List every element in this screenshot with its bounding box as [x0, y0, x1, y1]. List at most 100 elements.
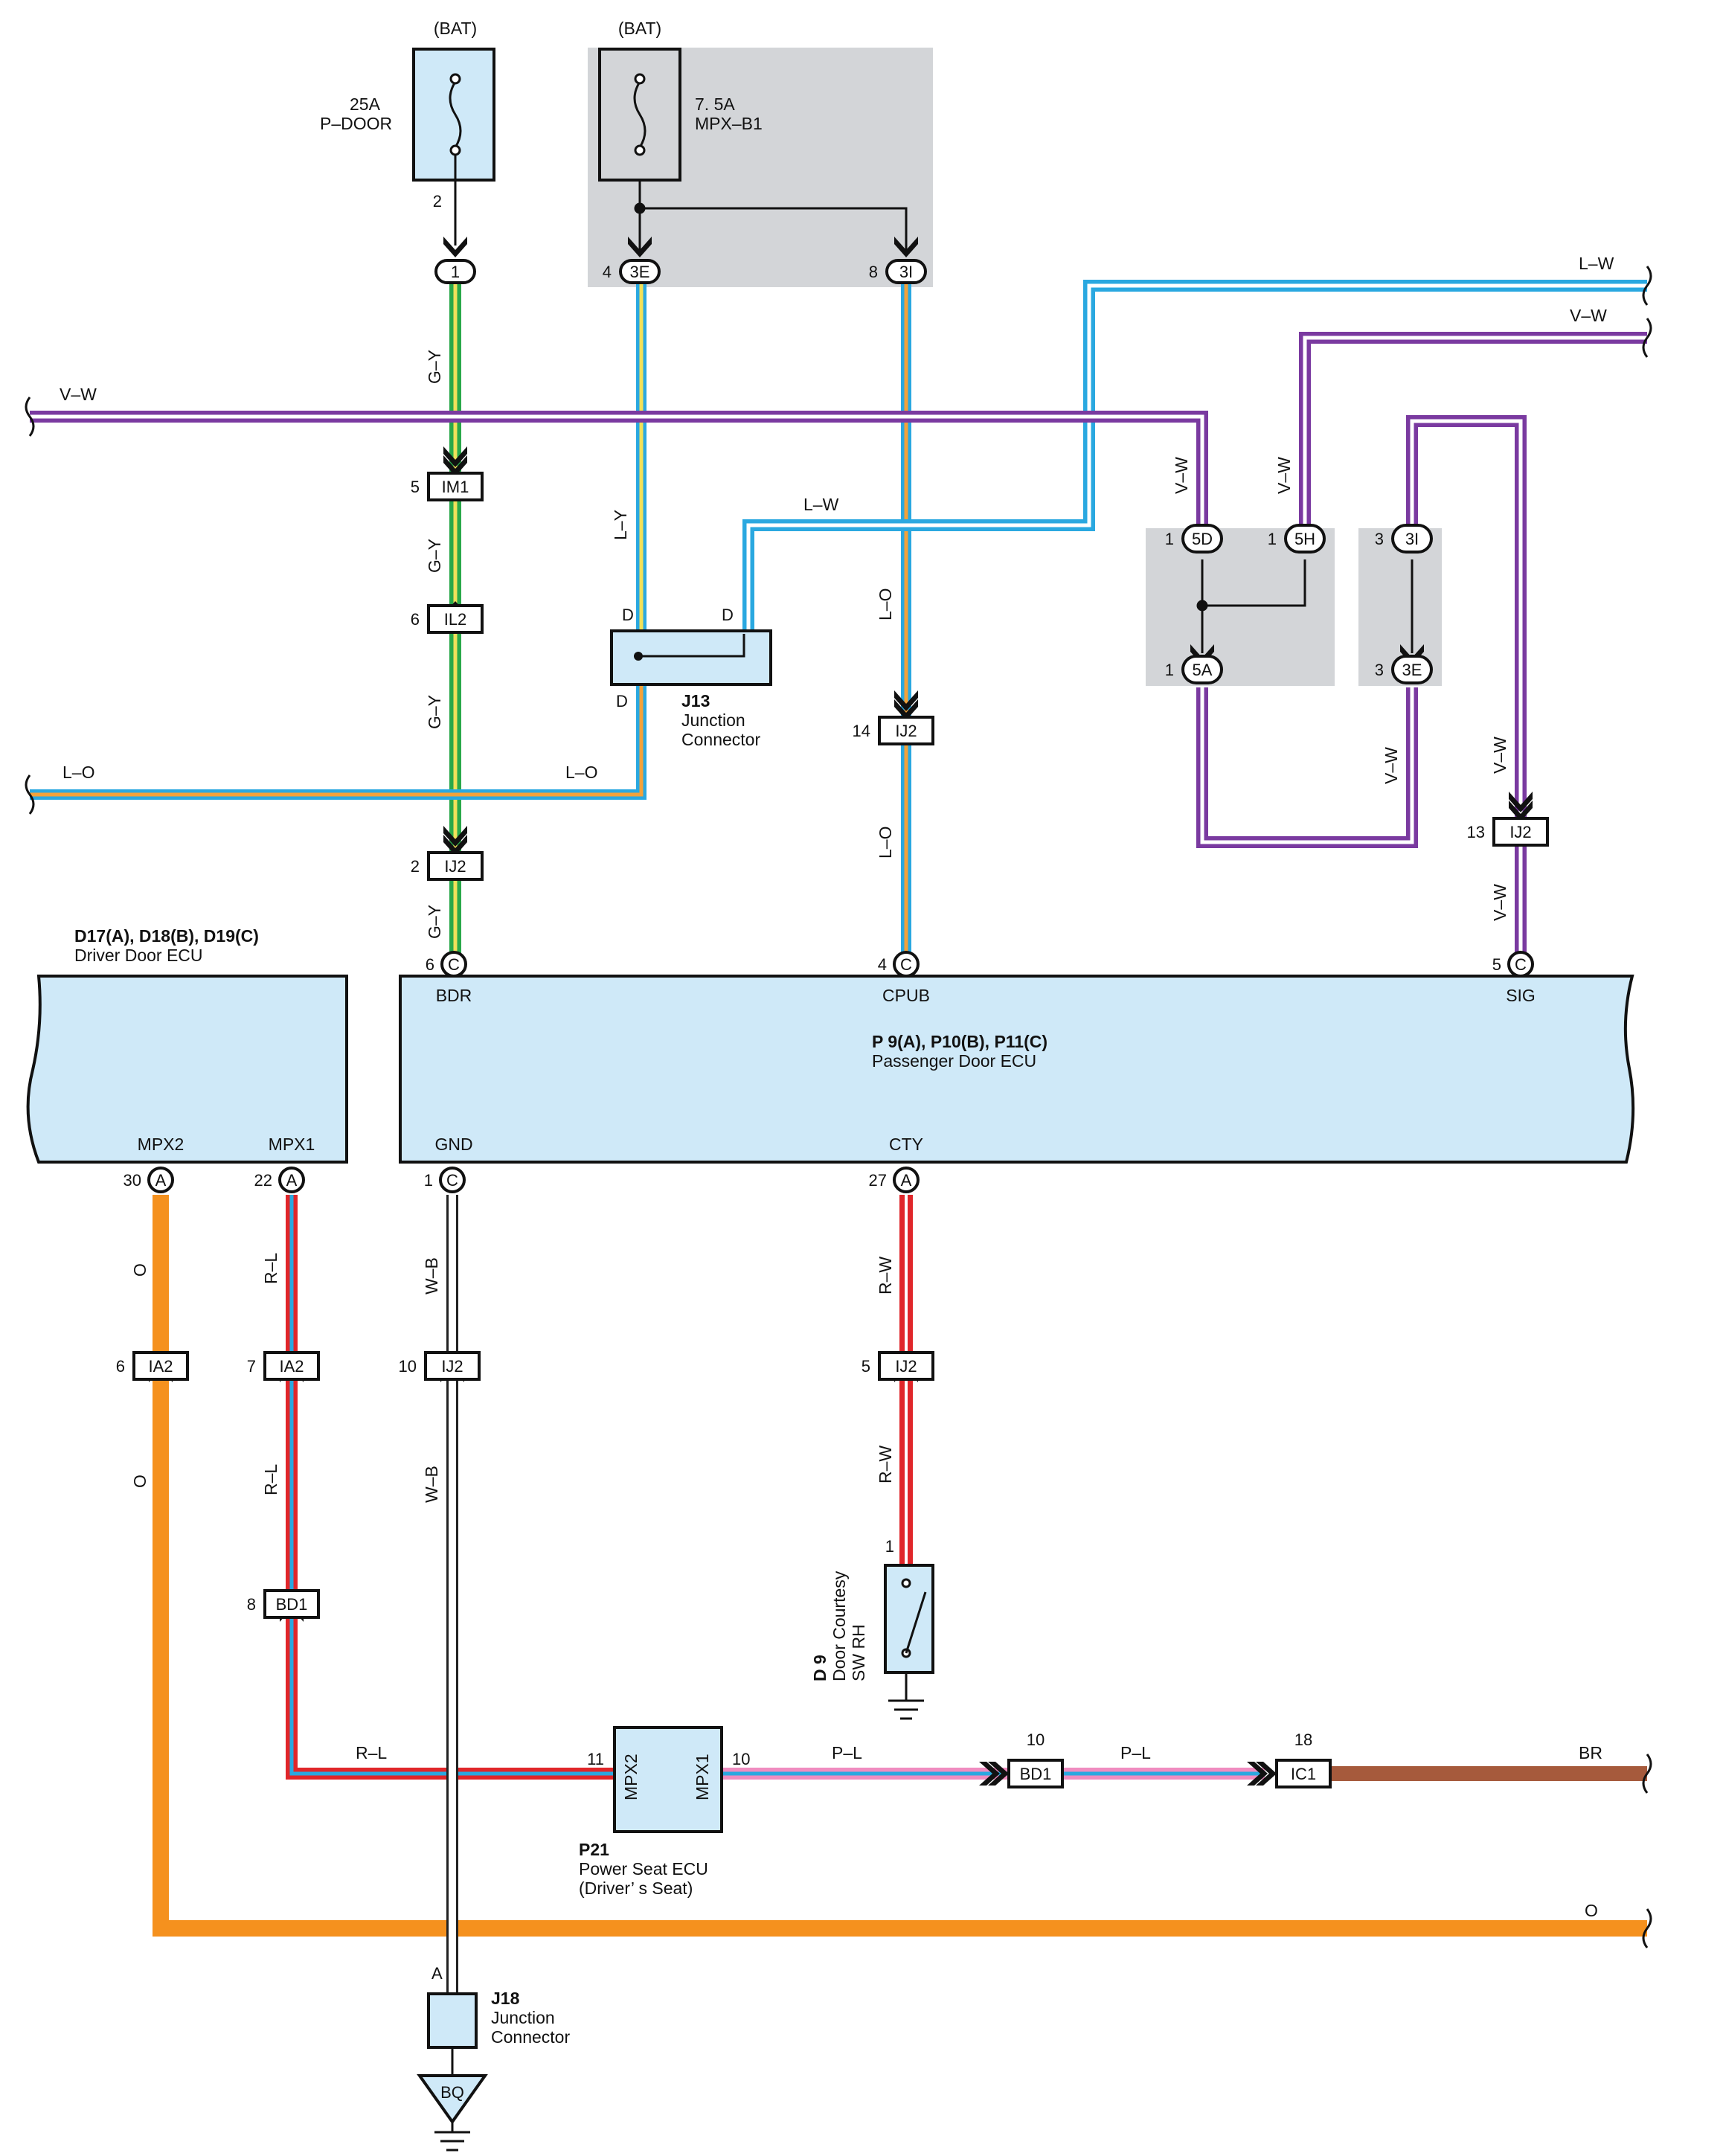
ecus-driver-term-mpx1: MPX1 — [269, 1135, 315, 1154]
wires-rl: R–L — [261, 1253, 280, 1284]
connector-bd1-left: BD1 8 — [247, 1589, 320, 1619]
connectors-ia2-rl-label: IA2 — [279, 1357, 304, 1376]
connectors-bd1-left-label: BD1 — [276, 1595, 308, 1614]
connector-ij2-cpub: IJ2 14 — [853, 716, 934, 745]
wires-vw: V–W — [1490, 884, 1509, 921]
ecus-door-sw-name1: Door Courtesy — [830, 1571, 849, 1681]
connectors-c3e-top-pin: 4 — [603, 263, 612, 281]
connectors-ic1-label: IC1 — [1291, 1765, 1316, 1783]
connectors-im1-label: IM1 — [442, 478, 469, 496]
connectors-ij2-cpub-label: IJ2 — [895, 722, 917, 740]
ecus-passenger-term-bdr: BDR — [436, 986, 472, 1005]
ecus-power-seat-id: P21 — [579, 1840, 609, 1859]
connectors-ij2-cty-pin: 5 — [862, 1357, 870, 1376]
ecus-passenger-term-cpub: CPUB — [882, 986, 930, 1005]
wires-gy: G–Y — [425, 350, 444, 384]
wires-vw: V–W — [1570, 306, 1607, 325]
wires-gy: G–Y — [425, 539, 444, 573]
ecus-power-seat-pin-mpx1: 10 — [732, 1750, 750, 1768]
wire-labels: G–Y G–Y G–Y G–Y L–Y L–O L–O L–O L–O L–W … — [60, 254, 1614, 1920]
connectors-bd1-right-pin: 10 — [1027, 1730, 1045, 1749]
connectors-c3e-mid-pin: 3 — [1375, 661, 1384, 679]
ecus-passenger-term-gnd: GND — [434, 1135, 472, 1154]
connectors-c5h-pin: 1 — [1268, 530, 1277, 548]
power-seat-ecu: MPX2 MPX1 11 10 P21 Power Seat ECU (Driv… — [579, 1726, 750, 1898]
ecus-passenger-conn-cpub: C — [900, 955, 912, 974]
connectors-ij2-bdr-label: IJ2 — [444, 857, 466, 876]
wires-rl: R–L — [356, 1743, 387, 1762]
wire-lo-left — [30, 684, 646, 800]
ecus-driver-pin-mpx1: 22 — [254, 1171, 272, 1190]
connectors-ij2-sig-label: IJ2 — [1509, 823, 1531, 841]
junctions-j13-pin-d: D — [622, 606, 634, 624]
connectors-ij2-gnd-label: IJ2 — [441, 1357, 463, 1376]
fuse-p-door-source: (BAT) — [434, 19, 477, 38]
passenger-door-ecu: P 9(A), P10(B), P11(C) Passenger Door EC… — [399, 951, 1635, 1193]
connector-1: 1 — [434, 259, 476, 284]
junction-panel-5d5h — [1146, 528, 1335, 686]
connectors-bd1-right-label: BD1 — [1020, 1765, 1052, 1783]
ecus-power-seat-name: Power Seat ECU — [579, 1859, 708, 1879]
oval-connectors: 1 3E 4 3I 8 5D 1 5H 1 5A 1 3I — [434, 259, 1433, 684]
ecus-passenger-term-sig: SIG — [1506, 986, 1536, 1005]
connectors-c3e-mid-label: 3E — [1402, 661, 1422, 679]
wires-pl: P–L — [1120, 1743, 1151, 1762]
wires-pl: P–L — [832, 1743, 862, 1762]
connector-im1: IM1 5 — [411, 472, 484, 501]
connector-ia2-rl: IA2 7 — [247, 1351, 320, 1381]
ecus-power-seat-name2: (Driver’ s Seat) — [579, 1879, 693, 1898]
wires-lo: L–O — [62, 763, 94, 782]
wires-vw: V–W — [1490, 737, 1509, 774]
ecus-power-seat-term-mpx1: MPX1 — [693, 1754, 712, 1800]
fuse-p-door-pin: 2 — [433, 192, 442, 211]
ecus-passenger-conn-cty: A — [901, 1171, 912, 1190]
junctions-j18-line2: Connector — [491, 2027, 570, 2047]
connectors-ia2-o-pin: 6 — [116, 1357, 125, 1376]
connectors-ij2-cpub-pin: 14 — [853, 722, 870, 740]
junctions-j13-pin-d: D — [616, 692, 628, 710]
connectors-im1-pin: 5 — [411, 478, 420, 496]
connectors-bd1-left-pin: 8 — [247, 1595, 256, 1614]
fuse-mpx-b1-amp: 7. 5A — [695, 94, 735, 114]
connectors-c5a-label: 5A — [1193, 661, 1213, 679]
connector-ij2-cty: IJ2 5 — [862, 1351, 934, 1381]
junctions-j13-id: J13 — [681, 691, 710, 710]
connectors-ij2-sig-pin: 13 — [1467, 823, 1485, 841]
junction-j13: D D D J13 Junction Connector — [610, 606, 772, 749]
inline-connectors: IM1 5 IL2 6 IJ2 2 IJ2 14 IJ2 13 IA2 6 — [116, 472, 1549, 1788]
wires-o: O — [130, 1263, 150, 1277]
ecus-power-seat-pin-mpx2: 11 — [587, 1750, 604, 1768]
connectors-c3i-mid-label: 3I — [1405, 530, 1419, 548]
door-courtesy-switch: 1 D 9 Door Courtesy SW RH — [810, 1537, 934, 1720]
connector-3i-top: 3I 8 — [869, 259, 927, 284]
connectors-c3i-top-label: 3I — [899, 263, 913, 281]
wires-gy: G–Y — [425, 905, 444, 939]
wires-vw: V–W — [1274, 457, 1294, 494]
connectors-ij2-gnd-pin: 10 — [399, 1357, 417, 1376]
ecus-driver-conn-mpx2: A — [155, 1171, 167, 1190]
ecus-passenger-conn-sig: C — [1515, 955, 1527, 974]
wires-lo: L–O — [565, 763, 597, 782]
wires-rw: R–W — [876, 1257, 895, 1294]
fuse-mpx-b1-source: (BAT) — [618, 19, 661, 38]
connectors-c3i-top-pin: 8 — [869, 263, 878, 281]
junctions-j13-line1: Junction — [681, 710, 745, 730]
wires-wb: W–B — [422, 1466, 441, 1503]
wires-rl: R–L — [261, 1464, 280, 1495]
wires-rw: R–W — [876, 1446, 895, 1483]
wires-o: O — [1585, 1901, 1598, 1920]
connector-5h: 5H 1 — [1268, 524, 1326, 554]
wire-vw-sig — [1406, 415, 1527, 964]
wire-vw-right — [1299, 332, 1647, 524]
wire-o — [153, 1195, 1647, 1937]
ecus-passenger-term-cty: CTY — [889, 1135, 923, 1154]
ecus-driver-name: Driver Door ECU — [74, 946, 203, 965]
ecus-driver-term-mpx2: MPX2 — [138, 1135, 185, 1154]
junctions-j13-pin-d: D — [722, 606, 734, 624]
connector-ia2-o: IA2 6 — [116, 1351, 189, 1381]
fuse-p-door: (BAT) 25A P–DOOR 2 — [320, 19, 495, 246]
connectors-ia2-rl-pin: 7 — [247, 1357, 256, 1376]
connectors-c5d-label: 5D — [1192, 530, 1213, 548]
wires-vw: V–W — [60, 385, 97, 404]
